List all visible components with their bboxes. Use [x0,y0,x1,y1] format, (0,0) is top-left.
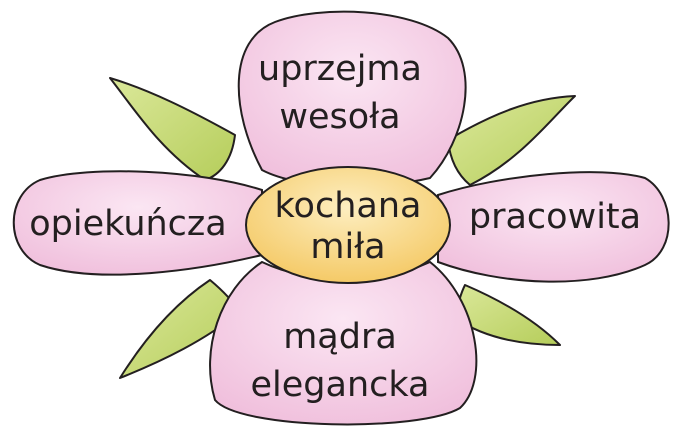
leaves [109,77,576,379]
petal-left [12,170,263,276]
flower-center [245,166,451,284]
center-line1: kochana [275,186,422,226]
petal-right-label: pracowita [469,197,641,237]
leaf-top-right [447,95,576,186]
petal-top-line2: wesoła [279,97,400,137]
center-line2: miła [310,227,385,267]
petal-right [437,171,670,283]
petal-bottom-line1: mądra [283,317,397,357]
petals [12,10,670,426]
petal-left-label: opiekuńcza [29,204,227,244]
petal-bottom-line2: elegancka [251,365,430,405]
petal-top-line1: uprzejma [258,49,422,89]
leaf-top-left [109,77,236,181]
